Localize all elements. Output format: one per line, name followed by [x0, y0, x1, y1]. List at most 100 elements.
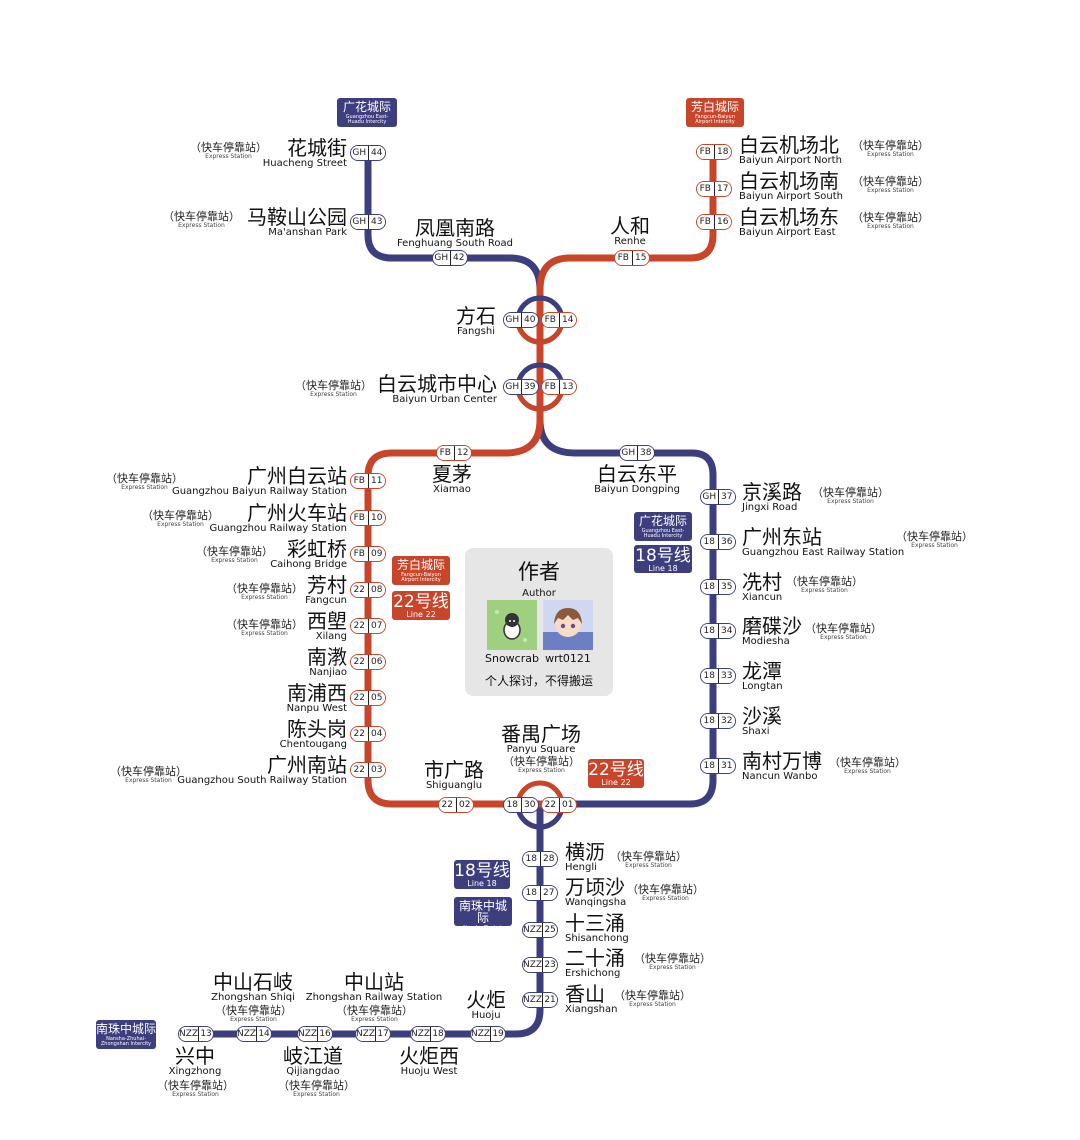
author1-name: Snowcrab — [485, 652, 539, 665]
loop-panyu-blue — [515, 804, 565, 830]
express-baiyun-rs: （快车停靠站）Express Station — [106, 472, 183, 491]
express-huacheng: （快车停靠站）Express Station — [190, 141, 267, 160]
express-nancun: （快车停靠站）Express Station — [829, 756, 906, 775]
express-gzsouth: （快车停靠站）Express Station — [110, 765, 187, 784]
express-airport-south: （快车停靠站）Express Station — [852, 175, 929, 194]
express-xiancun: （快车停靠站）Express Station — [786, 575, 863, 594]
express-qijiang: （快车停靠站）Express Station — [278, 1079, 355, 1098]
author-title-en: Author — [522, 588, 556, 599]
express-gz-rs: （快车停靠站）Express Station — [142, 509, 219, 528]
author-card: 作者 Author Snowcrab wrt0121 个人探讨，不得搬运 — [465, 548, 613, 696]
express-gzeast: （快车停靠站）Express Station — [896, 530, 973, 549]
express-zhongshan-rs: （快车停靠站）Express Station — [336, 1004, 413, 1023]
express-xilang: （快车停靠站）Express Station — [226, 618, 303, 637]
express-airport-east: （快车停靠站）Express Station — [852, 211, 929, 230]
express-fangcun: （快车停靠站）Express Station — [226, 582, 303, 601]
express-xiangshan: （快车停靠站）Express Station — [614, 989, 691, 1008]
author1-avatar — [487, 600, 537, 650]
express-baiyun-center: （快车停靠站）Express Station — [295, 379, 372, 398]
loop-baiyun-red — [515, 386, 565, 412]
express-shiqi: （快车停靠站）Express Station — [215, 1004, 292, 1023]
express-caihong: （快车停靠站）Express Station — [196, 545, 273, 564]
express-xingzhong: （快车停靠站）Express Station — [157, 1079, 234, 1098]
loop-fangshi-red — [515, 319, 565, 345]
express-modiesha: （快车停靠站）Express Station — [805, 622, 882, 641]
express-airport-north: （快车停靠站）Express Station — [852, 139, 929, 158]
express-jingxi: （快车停靠站）Express Station — [812, 486, 889, 505]
line-18-south — [180, 804, 544, 1038]
line-gh-north — [364, 150, 717, 808]
